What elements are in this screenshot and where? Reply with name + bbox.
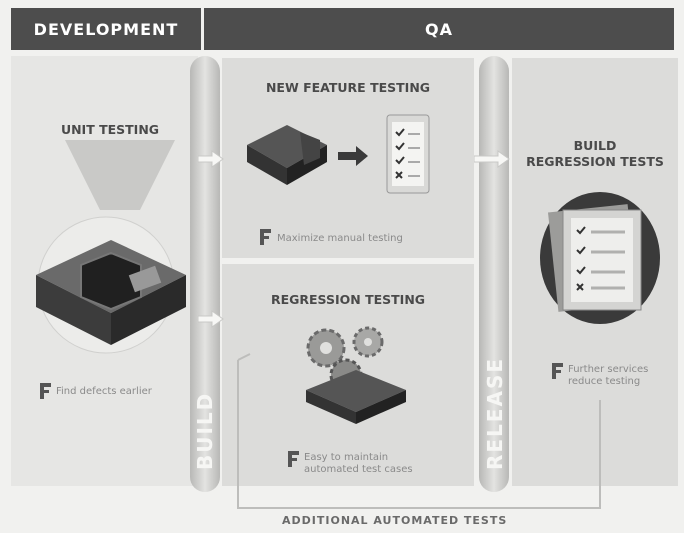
f-logo-icon: [288, 451, 299, 467]
unit-testing-title: UNIT TESTING: [60, 122, 160, 137]
build-regression-title-line2: REGRESSION TESTS: [526, 154, 664, 169]
release-pillar: [479, 56, 509, 492]
build-regression-title-line1: BUILD: [573, 138, 617, 153]
arrow-to-regression: [198, 310, 224, 328]
qa-header: QA: [204, 8, 674, 50]
f-logo-icon: [40, 383, 51, 399]
code-component-icon: [36, 216, 186, 354]
regression-caption-line2: automated test cases: [304, 464, 413, 475]
build-pillar-label: BUILD: [193, 391, 217, 470]
build-regression-caption-line1: Further services: [568, 364, 649, 375]
regression-title: REGRESSION TESTING: [270, 292, 426, 307]
arrow-to-release: [474, 150, 510, 168]
new-feature-caption: Maximize manual testing: [277, 233, 403, 244]
additional-automated-tests-label: ADDITIONAL AUTOMATED TESTS: [282, 514, 508, 527]
f-logo-icon: [260, 229, 271, 245]
unit-testing-caption: Find defects earlier: [56, 386, 152, 397]
f-logo-icon: [552, 363, 563, 379]
development-header: DEVELOPMENT: [11, 8, 201, 50]
regression-suite-icon: [540, 192, 660, 324]
arrow-to-new-feature: [198, 150, 224, 168]
regression-caption-line1: Easy to maintain: [304, 452, 389, 463]
unit-testing-beam: [65, 140, 175, 210]
additional-tests-loop: [237, 353, 601, 509]
gears-component-icon: [306, 326, 406, 424]
build-regression-caption-line2: reduce testing: [568, 376, 641, 387]
build-pillar: [190, 56, 220, 492]
new-feature-title: NEW FEATURE TESTING: [265, 80, 431, 95]
component-to-checklist-icon: [247, 114, 430, 194]
